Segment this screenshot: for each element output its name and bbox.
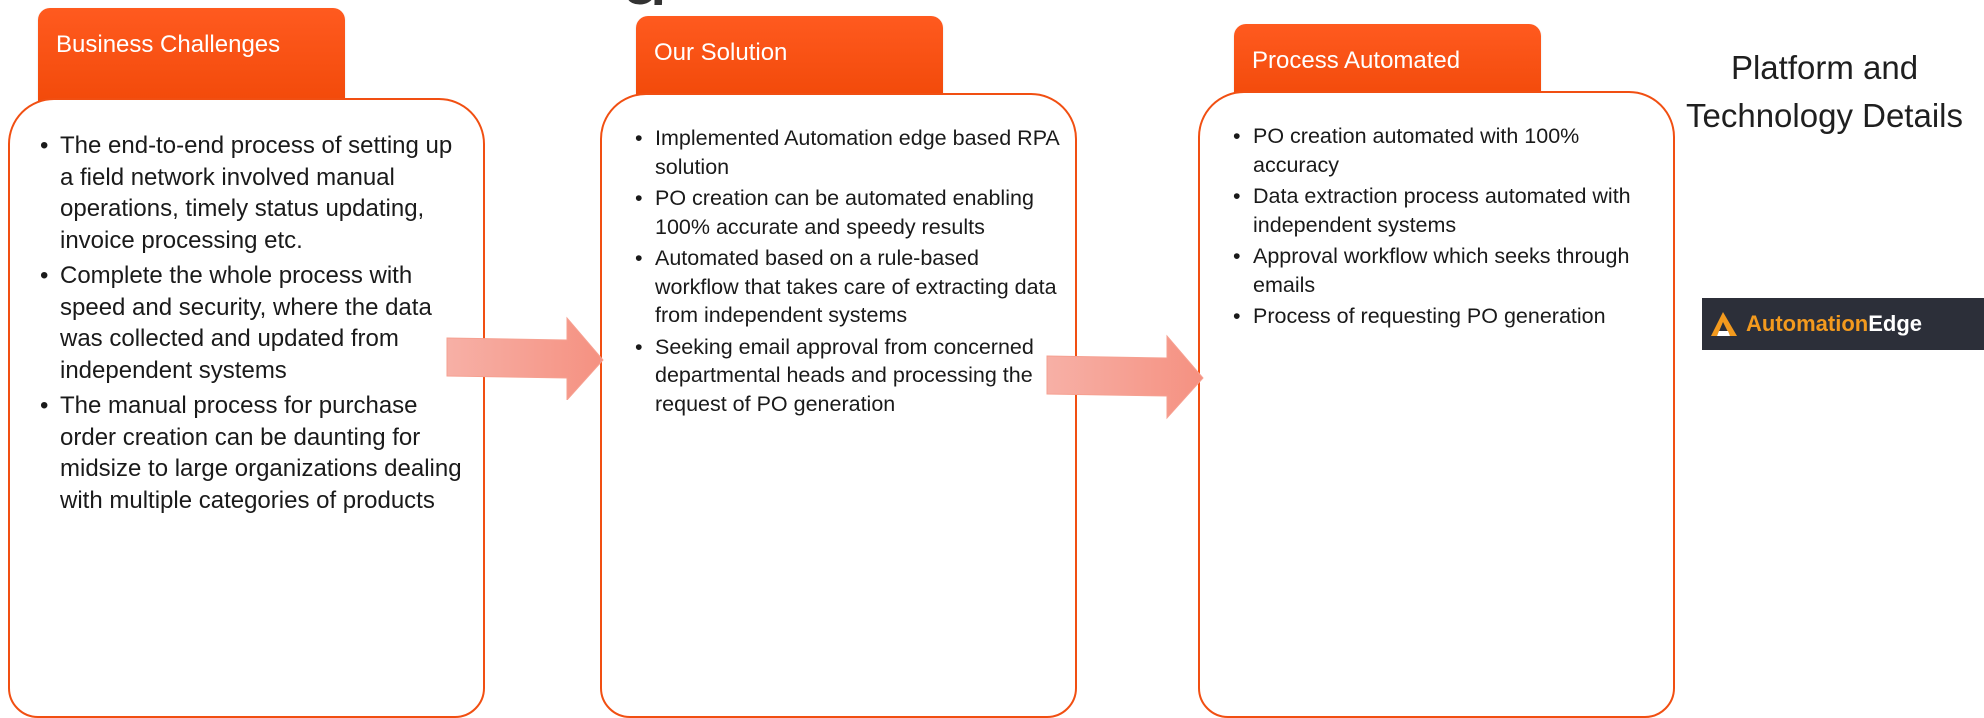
list-item: Data extraction process automated with i… bbox=[1233, 182, 1658, 239]
list-item: Approval workflow which seeks through em… bbox=[1233, 242, 1658, 299]
automated-list: PO creation automated with 100% accuracy… bbox=[1233, 122, 1658, 334]
panel-process-automated: PO creation automated with 100% accuracy… bbox=[1198, 91, 1675, 718]
list-item: Automated based on a rule-based workflow… bbox=[635, 244, 1060, 330]
section-tab-business-challenges: Business Challenges bbox=[38, 8, 345, 104]
list-item: PO creation can be automated enabling 10… bbox=[635, 184, 1060, 241]
flow-arrow-icon bbox=[446, 316, 604, 400]
list-item: The end-to-end process of setting up a f… bbox=[40, 130, 465, 256]
section-tab-our-solution: Our Solution bbox=[636, 16, 943, 96]
challenge-list: The end-to-end process of setting up a f… bbox=[40, 130, 465, 520]
list-item: Process of requesting PO generation bbox=[1233, 302, 1658, 331]
list-item: The manual process for purchase order cr… bbox=[40, 390, 465, 516]
logo-text: Edge bbox=[1868, 311, 1922, 336]
section-tab-process-automated: Process Automated bbox=[1234, 24, 1541, 100]
title-fragment: g bbox=[620, 0, 740, 5]
platform-title: Platform and Technology Details bbox=[1686, 49, 1963, 134]
solution-list: Implemented Automation edge based RPA so… bbox=[635, 124, 1060, 421]
logo-mark-icon bbox=[1711, 312, 1737, 336]
list-item: Seeking email approval from concerned de… bbox=[635, 333, 1060, 419]
list-item: Complete the whole process with speed an… bbox=[40, 260, 465, 386]
list-item: PO creation automated with 100% accuracy bbox=[1233, 122, 1658, 179]
logo-text: Automation bbox=[1746, 311, 1869, 336]
list-item: Implemented Automation edge based RPA so… bbox=[635, 124, 1060, 181]
automationedge-logo: Automation Edge bbox=[1702, 298, 1984, 350]
flow-arrow-icon bbox=[1046, 334, 1204, 420]
panel-business-challenges: The end-to-end process of setting up a f… bbox=[8, 98, 485, 718]
panel-our-solution: Implemented Automation edge based RPA so… bbox=[600, 93, 1077, 718]
